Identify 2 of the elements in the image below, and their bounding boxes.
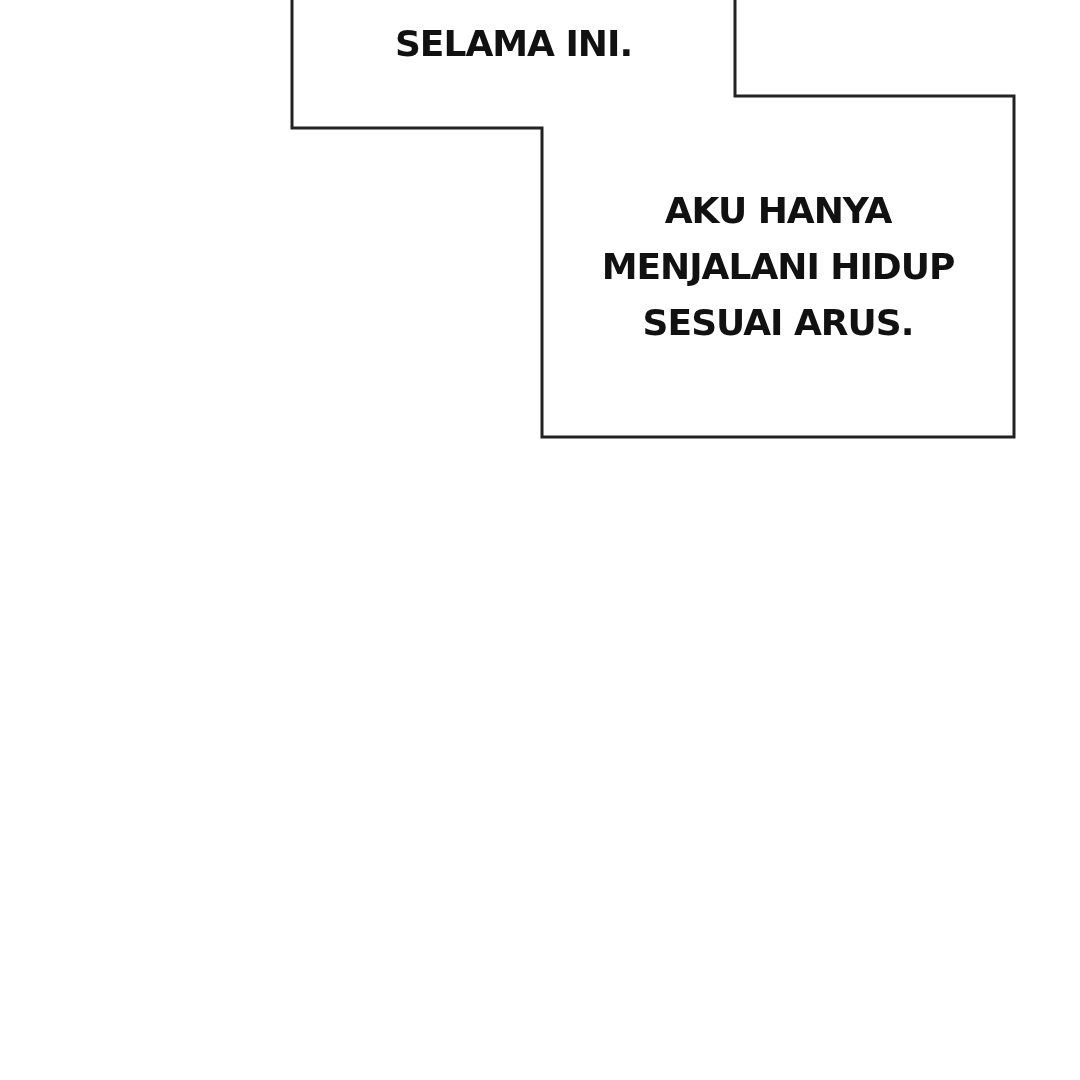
caption-text: AKU HANYA MENJALANI HIDUP SESUAI ARUS. xyxy=(600,188,956,345)
caption-text: SELAMA INI. xyxy=(394,22,633,66)
